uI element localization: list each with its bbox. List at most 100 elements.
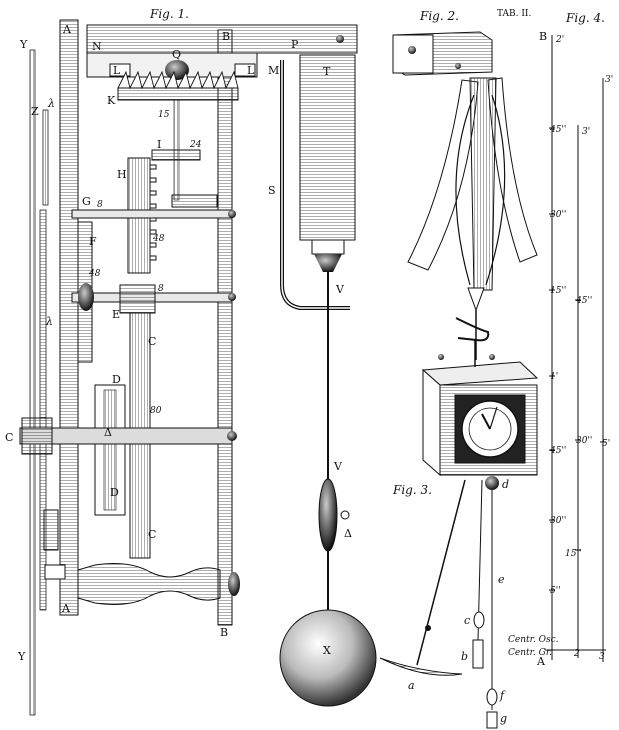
- scale-col1-8: 5'': [550, 586, 561, 596]
- fig3-label-g: g: [500, 712, 507, 725]
- fig4-top-b: B: [539, 30, 547, 43]
- lower-left-block: [44, 564, 66, 580]
- fig2-suspension-thread-r: [485, 94, 506, 286]
- label-p: P: [291, 38, 299, 51]
- label-24: 24: [189, 140, 202, 150]
- label-delta-bob: Δ: [344, 527, 352, 540]
- crown-wheel-q: [165, 60, 189, 80]
- label-z: Z: [31, 105, 39, 118]
- top-crossbar: [86, 24, 358, 54]
- label-f: F: [89, 235, 97, 248]
- label-48-b: 48: [88, 269, 101, 279]
- scale-centr-gr: Centr. Gr.: [508, 648, 552, 658]
- label-8-a: 8: [97, 200, 103, 210]
- label-s: S: [268, 184, 276, 197]
- axle-g-end: [228, 210, 236, 218]
- fig3-bob-a: [379, 657, 463, 676]
- scale-col3-1: 5': [602, 439, 610, 449]
- label-y-top: Y: [19, 38, 28, 51]
- fig3-label-b: b: [461, 650, 468, 663]
- label-n: N: [92, 40, 102, 53]
- label-c-top: C: [148, 335, 156, 348]
- label-i: I: [157, 138, 161, 151]
- label-l-left: L: [113, 64, 121, 77]
- bottom-turned-pillar: [77, 563, 221, 605]
- fig3-weight-f: [486, 688, 498, 706]
- scale-centr-osc: Centr. Osc.: [508, 635, 559, 645]
- label-l-right: L: [247, 64, 255, 77]
- label-x: X: [323, 644, 331, 657]
- fig2-mount-screw: [408, 46, 416, 54]
- fig3-knob-top-r: [489, 354, 495, 360]
- scale-col1-6: 30'': [550, 516, 566, 526]
- pillar-b: [217, 29, 233, 626]
- label-q: Q: [172, 48, 181, 61]
- scale-col3-0: 3': [605, 75, 613, 85]
- label-c-bottom: C: [148, 528, 156, 541]
- fig3-knob-top-l: [438, 354, 444, 360]
- label-c-left: C: [5, 431, 13, 444]
- label-t: T: [323, 65, 331, 78]
- fig3-pendulum-rod-a: [416, 479, 466, 666]
- rod-lambda: [39, 209, 47, 611]
- rod-y: [29, 49, 36, 716]
- fig2-title: Fig. 2.: [419, 9, 459, 23]
- label-m: M: [268, 64, 279, 77]
- pillar-a: [59, 19, 79, 616]
- label-8-b: 8: [158, 284, 164, 294]
- pillar-base-right: [228, 572, 240, 596]
- pendulum-ball-x: [279, 609, 377, 707]
- label-80: 80: [150, 406, 162, 416]
- fig3-box-top: [421, 361, 539, 386]
- label-v-top: V: [335, 283, 345, 296]
- barrel-axle-end: [227, 431, 237, 441]
- fig2-suspension-thread-l: [455, 94, 475, 286]
- fig3-label-f: f: [499, 689, 506, 702]
- fig3-label-d: d: [502, 478, 509, 491]
- lens-bob: [318, 478, 338, 552]
- fig3-knob-d: [485, 476, 499, 490]
- label-d-bottom: D: [110, 486, 119, 499]
- label-h: H: [117, 168, 127, 181]
- fig3-dial-inner: [468, 407, 512, 451]
- label-a-top: A: [62, 23, 72, 36]
- tab-label: TAB. II.: [497, 9, 531, 19]
- fig1-title: Fig. 1.: [149, 7, 189, 21]
- scale-ticks: [545, 127, 606, 651]
- fig2-mount-screw-2: [455, 63, 461, 69]
- label-lambda-top: λ: [47, 97, 55, 110]
- label-a-bottom: A: [61, 602, 71, 615]
- pinion-small-right: [171, 194, 218, 208]
- scale-col1-4: 1': [550, 372, 558, 382]
- label-48-a: 48: [152, 234, 165, 244]
- wheel-d-inner: [103, 389, 117, 511]
- suspension-cone: [314, 254, 342, 272]
- fig3-box-side: [422, 368, 441, 477]
- label-g: G: [82, 195, 91, 208]
- fig3-pendulum-knot: [425, 625, 431, 631]
- fig3-weight-g: [486, 711, 498, 729]
- wheel-e-hub: [119, 284, 156, 314]
- lens-screw: [340, 510, 350, 520]
- figure-2: Fig. 2.: [392, 9, 538, 360]
- fig3-title: Fig. 3.: [392, 483, 432, 497]
- label-b-bottom: B: [220, 626, 228, 639]
- fig3-hand-hour: [481, 413, 491, 430]
- fig3-hand-minute: [489, 406, 498, 430]
- wheel-i: [151, 149, 201, 161]
- bracket-l2: [234, 63, 256, 77]
- scale-col1-5: 45'': [549, 446, 566, 456]
- label-e: E: [112, 308, 120, 321]
- fig3-label-c: c: [464, 614, 470, 627]
- axle-e-end: [228, 293, 236, 301]
- fig2-loop: [455, 317, 490, 342]
- axle-e-knob: [78, 283, 94, 311]
- fig2-center-plate: [469, 77, 497, 291]
- label-y-bottom: Y: [17, 650, 26, 663]
- fig2-weight-drop: [467, 287, 485, 312]
- scale-col1-2: 30'': [550, 210, 566, 220]
- fig3-weight-c: [473, 611, 485, 629]
- crutch-rod-s-inner: [281, 60, 350, 309]
- scale-bottom-2: 2: [573, 649, 580, 659]
- figure-4-scale: TAB. II. Fig. 4. B 2' 45'' 30'' 15'' 1' …: [497, 9, 613, 668]
